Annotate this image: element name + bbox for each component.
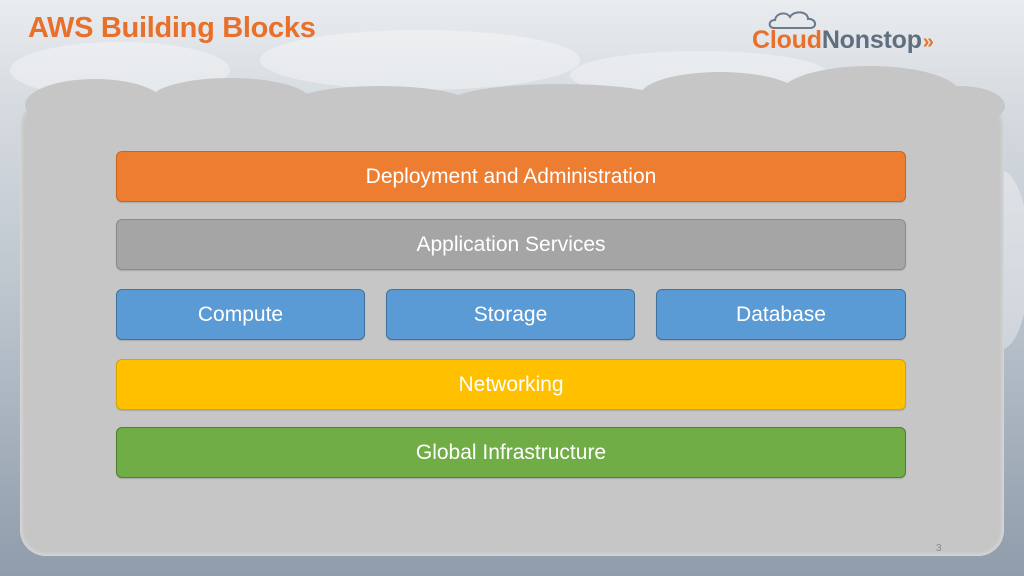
block-storage: Storage xyxy=(386,289,635,340)
logo-word-nonstop: Nonstop xyxy=(821,26,922,54)
block-application-services: Application Services xyxy=(116,219,906,270)
panel-cloud-edge xyxy=(25,66,1005,130)
double-chevron-icon: » xyxy=(922,31,934,53)
block-global-infrastructure: Global Infrastructure xyxy=(116,427,906,478)
block-label: Compute xyxy=(197,302,284,326)
block-label: Networking xyxy=(458,372,564,396)
page-number: 3 xyxy=(936,543,942,554)
block-label: Database xyxy=(736,302,826,326)
slide-title: AWS Building Blocks xyxy=(28,12,316,44)
logo-word-cloud: Cloud xyxy=(752,26,822,54)
logo-wordmark: CloudNonstop» xyxy=(752,26,934,55)
block-label: Storage xyxy=(473,302,548,326)
cloud-logo-icon xyxy=(768,11,816,29)
block-label: Global Infrastructure xyxy=(415,440,607,464)
block-database: Database xyxy=(656,289,906,340)
block-networking: Networking xyxy=(116,359,906,410)
block-compute: Compute xyxy=(116,289,365,340)
block-label: Application Services xyxy=(416,232,606,256)
cloudnonstop-logo: CloudNonstop» xyxy=(752,8,992,56)
block-deployment-administration: Deployment and Administration xyxy=(116,151,906,202)
block-label: Deployment and Administration xyxy=(365,164,657,188)
